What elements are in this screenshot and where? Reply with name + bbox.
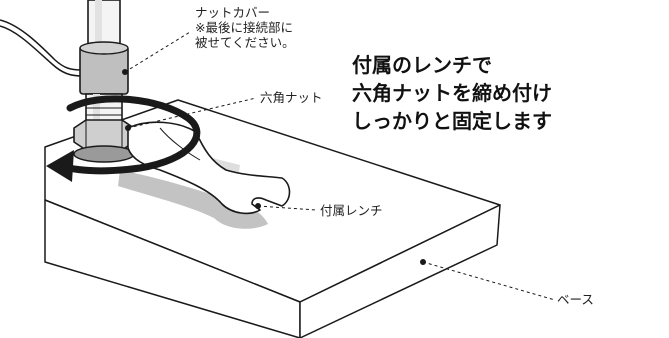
leader-dots bbox=[122, 69, 426, 265]
base-left-clip bbox=[0, 140, 44, 338]
base-side-face bbox=[299, 204, 501, 338]
base-label: ベース bbox=[557, 292, 594, 307]
wrench-label: 付属レンチ bbox=[318, 203, 385, 218]
hex-nut-part bbox=[73, 119, 135, 163]
hex-nut-leader bbox=[127, 97, 257, 129]
wrench-shadow bbox=[118, 170, 268, 229]
cable bbox=[0, 19, 83, 71]
headline: 付属のレンチで 六角ナットを締め付け しっかりと固定します bbox=[352, 51, 552, 135]
headline-line3: しっかりと固定します bbox=[352, 109, 552, 133]
nut-cover-label-line1: ナットカバー bbox=[193, 5, 297, 20]
headline-line2: 六角ナットを締め付け bbox=[352, 81, 552, 105]
nut-cover-leader bbox=[124, 31, 191, 73]
base-front-face bbox=[44, 199, 301, 338]
nut-cover-label: ナットカバー ※最後に接続部に 被せてください。 bbox=[193, 5, 297, 50]
pole bbox=[79, 0, 129, 129]
rotation-arrowhead bbox=[46, 150, 74, 182]
wrench-part bbox=[127, 121, 291, 215]
leader-lines bbox=[124, 31, 556, 301]
nut-cover-label-line3: 被せてください。 bbox=[193, 35, 297, 50]
hex-nut-label: 六角ナット bbox=[258, 90, 325, 105]
wrench-leader bbox=[257, 205, 317, 211]
nut-cover-label-line2: ※最後に接続部に bbox=[193, 20, 297, 35]
headline-line1: 付属のレンチで bbox=[352, 53, 492, 77]
base-leader bbox=[422, 261, 556, 301]
rotation-arrow bbox=[56, 95, 201, 175]
cable-inner bbox=[0, 25, 83, 77]
